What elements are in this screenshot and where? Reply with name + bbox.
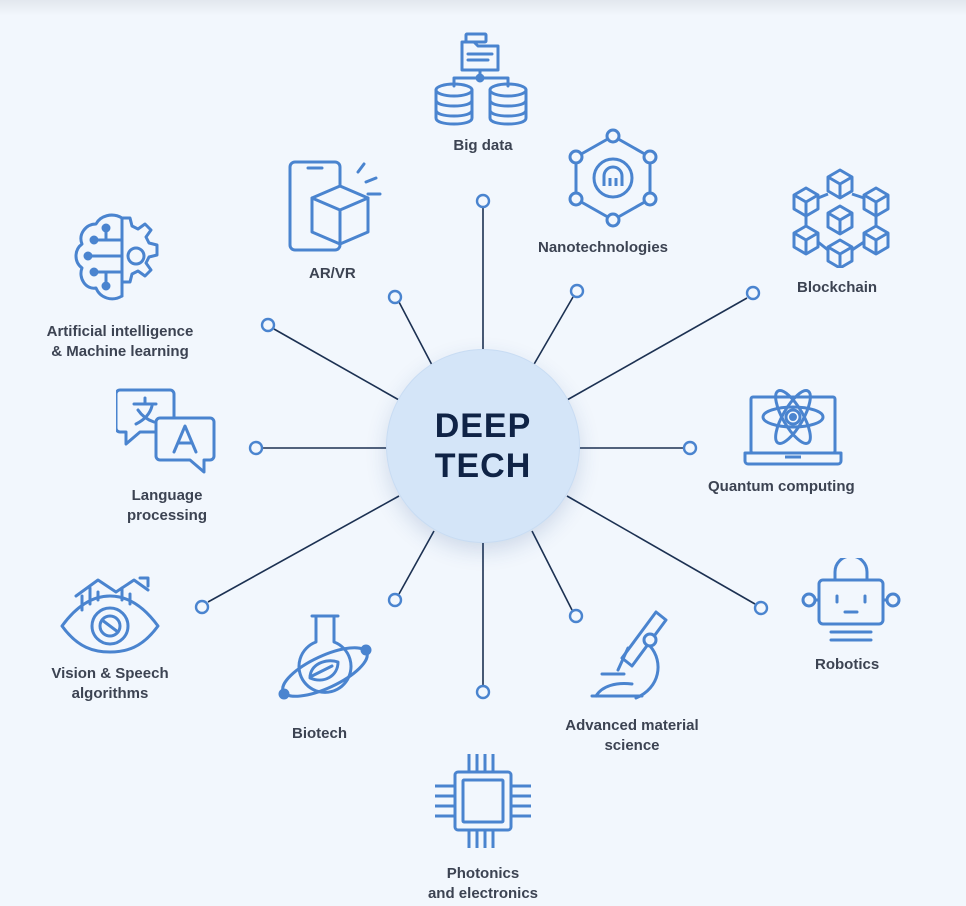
- chip-icon: [431, 750, 535, 854]
- node-nanotech: [569, 283, 585, 299]
- node-vision: [194, 599, 210, 615]
- spoke-robotics: [566, 495, 756, 605]
- label-quantum: Quantum computing: [708, 478, 855, 495]
- node-big-data: [475, 193, 491, 209]
- label-vision: Vision & Speech algorithms: [51, 665, 169, 702]
- label-big-data: Big data: [453, 137, 513, 154]
- node-language: [248, 440, 264, 456]
- deep-tech-hub: DEEP TECH: [387, 350, 579, 542]
- spoke-nanotech: [532, 296, 574, 367]
- spoke-arvr: [398, 301, 433, 366]
- label-materials: Advanced material science: [565, 717, 699, 754]
- database-icon: [430, 26, 534, 126]
- label-arvr: AR/VR: [309, 265, 356, 282]
- node-robotics: [753, 600, 769, 616]
- label-blockchain: Blockchain: [797, 279, 878, 296]
- node-materials: [568, 608, 584, 624]
- eye-icon: [58, 574, 162, 654]
- spoke-biotech: [398, 530, 435, 595]
- blockchain-icon: [790, 168, 894, 268]
- quantum-laptop-icon: [743, 383, 843, 467]
- nanotech-icon: [566, 128, 660, 228]
- label-ai: Artificial intelligence & Machine learni…: [46, 323, 194, 360]
- node-photonics: [475, 684, 491, 700]
- label-robotics: Robotics: [815, 656, 880, 673]
- top-shadow: [0, 0, 966, 16]
- node-blockchain: [745, 285, 761, 301]
- hub-title-line1: DEEP: [434, 407, 532, 445]
- spoke-blockchain: [566, 297, 748, 401]
- label-biotech: Biotech: [292, 725, 348, 742]
- label-photonics: Photonics and electronics: [427, 865, 539, 902]
- spoke-materials: [531, 530, 573, 611]
- robot-icon: [801, 558, 901, 648]
- ar-vr-icon: [286, 158, 390, 254]
- flask-icon: [274, 612, 378, 712]
- spoke-vision: [207, 495, 400, 603]
- node-ai: [260, 317, 276, 333]
- hub-title-line2: TECH: [434, 447, 532, 485]
- node-arvr: [387, 289, 403, 305]
- spoke-ai: [273, 328, 400, 401]
- brain-gear-icon: [70, 210, 174, 310]
- microscope-icon: [588, 606, 672, 706]
- label-language: Language processing: [126, 487, 208, 524]
- node-biotech: [387, 592, 403, 608]
- node-quantum: [682, 440, 698, 456]
- translate-icon: [116, 386, 218, 476]
- label-nanotech: Nanotechnologies: [538, 239, 669, 256]
